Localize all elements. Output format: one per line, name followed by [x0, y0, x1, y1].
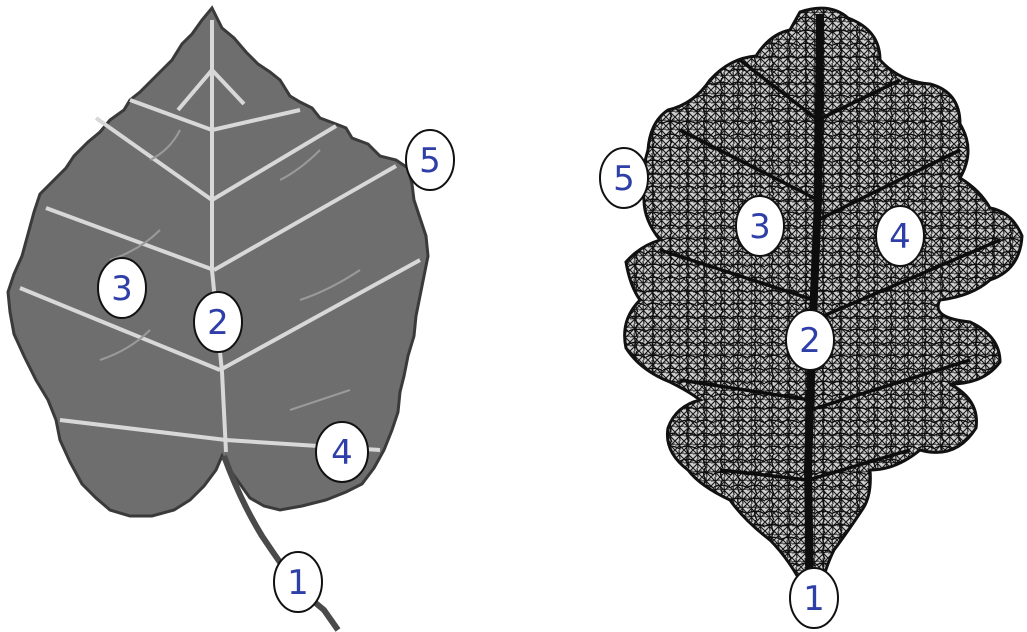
- oak-label-4-text: 4: [889, 217, 911, 257]
- birch-label-2: 2: [194, 292, 242, 352]
- oak-label-2-text: 2: [799, 321, 821, 361]
- birch-label-3-text: 3: [111, 269, 133, 309]
- birch-label-4-text: 4: [331, 433, 353, 473]
- birch-label-1: 1: [274, 552, 322, 612]
- oak-label-5: 5: [600, 148, 648, 208]
- oak-label-3: 3: [736, 196, 784, 256]
- oak-label-5-text: 5: [613, 159, 635, 199]
- oak-leaf: [625, 8, 1022, 592]
- birch-label-3: 3: [98, 258, 146, 318]
- birch-label-1-text: 1: [287, 563, 309, 603]
- birch-label-5-text: 5: [419, 141, 441, 181]
- oak-label-4: 4: [876, 206, 924, 266]
- birch-label-5: 5: [406, 130, 454, 190]
- oak-label-2: 2: [786, 310, 834, 370]
- birch-label-4: 4: [316, 422, 368, 482]
- birch-label-2-text: 2: [207, 303, 229, 343]
- oak-leaf-texture: [625, 8, 1022, 592]
- oak-label-3-text: 3: [749, 207, 771, 247]
- oak-label-1-text: 1: [803, 579, 825, 619]
- oak-label-1: 1: [790, 568, 838, 628]
